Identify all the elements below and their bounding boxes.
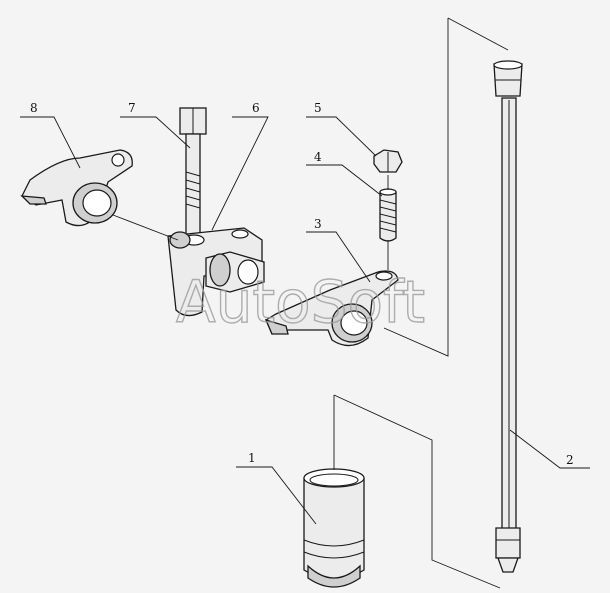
- rocker-arm-part-3: [264, 270, 399, 347]
- callout-1: 1: [248, 451, 256, 465]
- adjusting-screw-part-4: [379, 188, 397, 242]
- callout-8: 8: [30, 101, 38, 115]
- callout-6: 6: [252, 101, 260, 115]
- watermark-text: AutoSoft: [176, 268, 425, 336]
- callout-2: 2: [566, 453, 574, 467]
- callout-labels: 8 7 6 5 4 3 1 2: [30, 101, 574, 467]
- callout-7: 7: [128, 101, 136, 115]
- tappet-part-1: [303, 468, 365, 588]
- bolt-part-7: [179, 107, 207, 241]
- callout-4: 4: [314, 150, 322, 164]
- nut-part-5: [373, 149, 403, 173]
- callout-leaders: [20, 116, 590, 525]
- assembly-lines: [112, 17, 509, 589]
- callout-5: 5: [314, 101, 322, 115]
- rocker-bracket-part-6: [167, 227, 265, 317]
- push-rod-part-2: [493, 60, 523, 573]
- rocker-arm-part-8: [20, 149, 133, 227]
- callout-3: 3: [314, 217, 322, 231]
